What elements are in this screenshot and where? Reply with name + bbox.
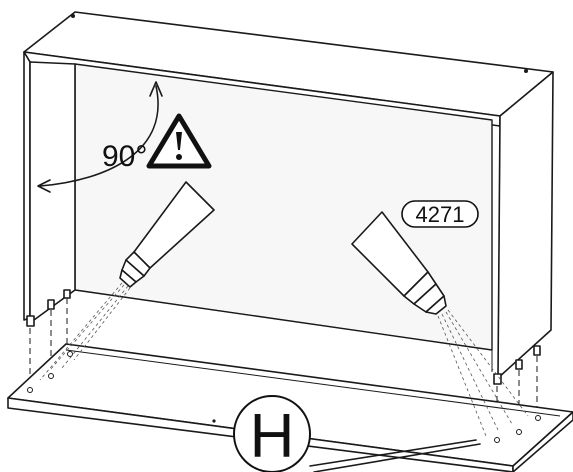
arc-arrowhead-top xyxy=(149,81,163,97)
top-dowel-hole-left xyxy=(71,14,75,18)
angle-arc xyxy=(39,85,159,187)
callout-leader-line-2 xyxy=(313,443,481,472)
base-hole xyxy=(535,415,541,421)
part-callout: H xyxy=(233,395,481,472)
warning-triangle-icon xyxy=(146,113,212,169)
base-hole xyxy=(516,429,522,435)
arc-arrowhead-left xyxy=(37,179,51,193)
cabinet-right-side xyxy=(497,71,554,379)
cabinet-left-side xyxy=(23,51,31,321)
cabinet-pegs xyxy=(26,289,541,385)
base-hole xyxy=(67,351,73,357)
part-letter: H xyxy=(250,402,295,471)
callout-leader-line xyxy=(309,439,477,467)
glue-bottle-right xyxy=(351,211,529,437)
base-hole xyxy=(48,373,54,379)
glue-bottle-left xyxy=(39,181,215,381)
base-hole xyxy=(494,437,500,443)
base-hole xyxy=(212,419,216,423)
top-dowel-hole-right xyxy=(524,69,528,73)
cabinet-carcass xyxy=(23,11,554,379)
glue-code-badge: 4271 xyxy=(401,200,479,228)
part-letter-circle xyxy=(233,395,311,472)
cabinet-left-side-inner xyxy=(29,61,76,321)
base-panel-right-edge xyxy=(512,411,573,472)
glue-code-label: 4271 xyxy=(416,202,465,227)
angle-label: 90° xyxy=(102,140,147,173)
base-hole xyxy=(27,387,33,393)
right-angle-indicator: 90° xyxy=(37,81,163,193)
